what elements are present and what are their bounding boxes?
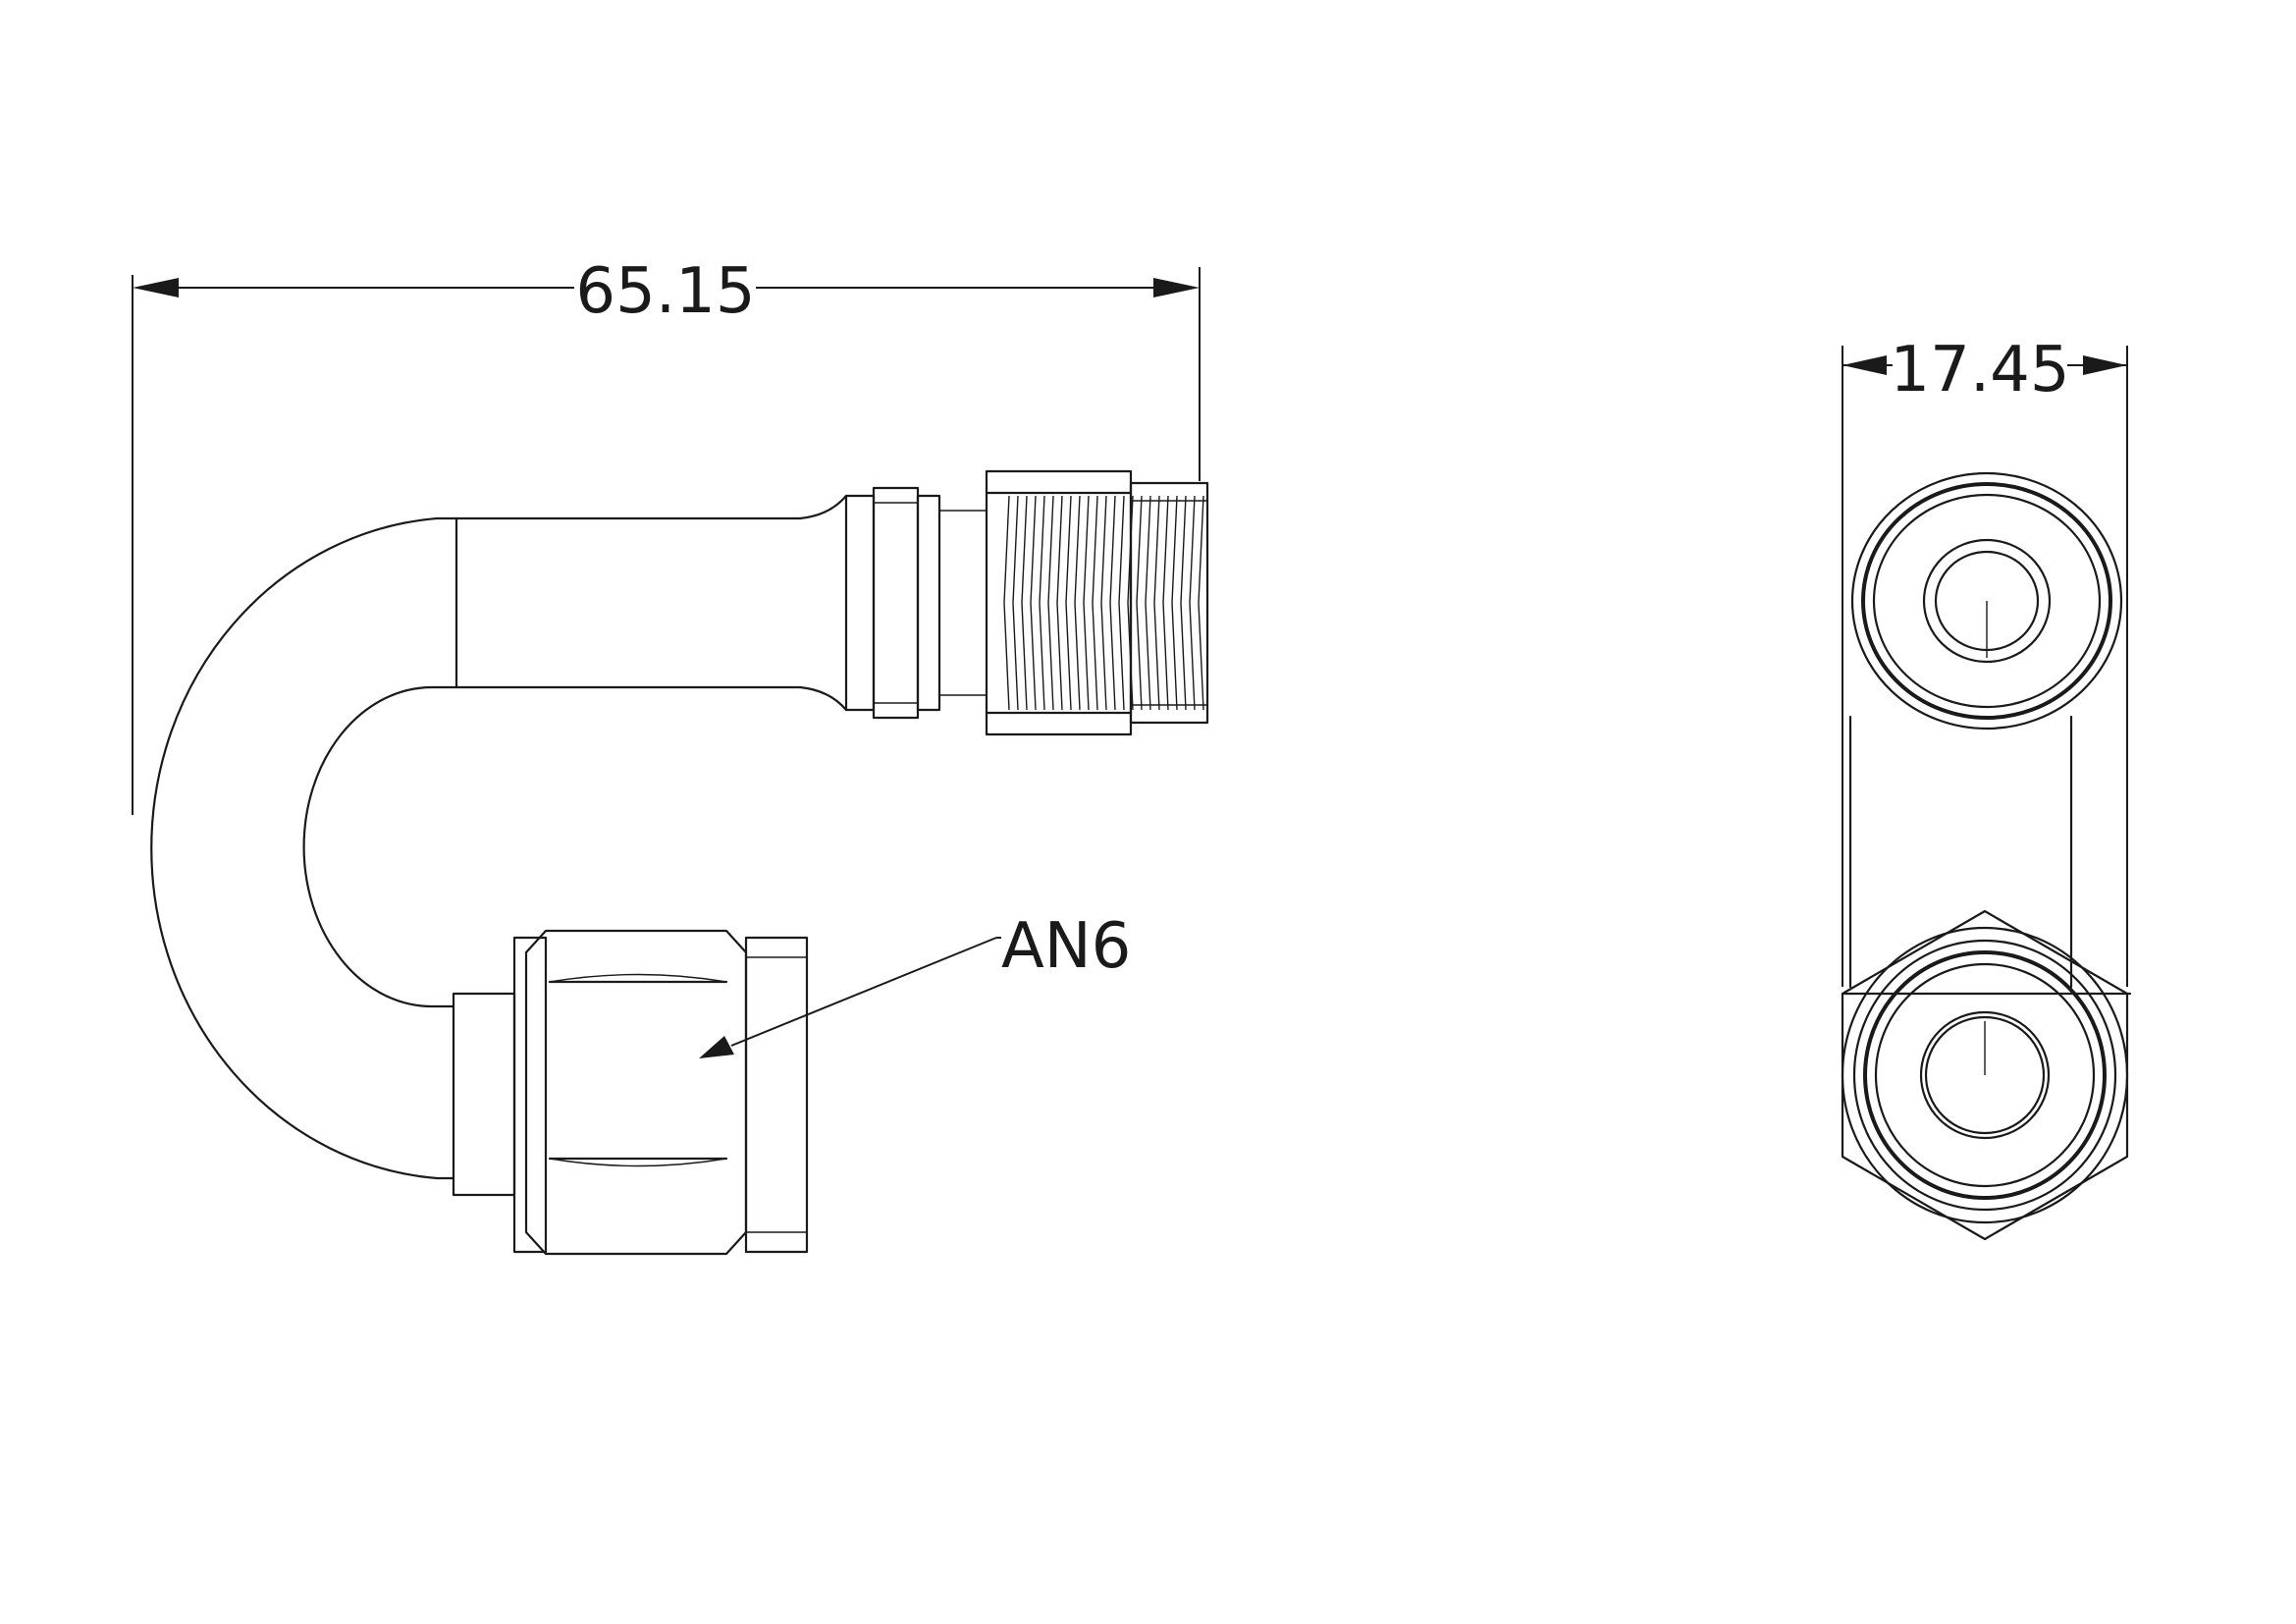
thread-line — [1153, 495, 1160, 711]
thread-line — [1047, 495, 1054, 711]
thread-size-callout: AN6 — [699, 910, 1131, 1058]
thread-size-label: AN6 — [1001, 910, 1131, 983]
body-width-label: 17.45 — [1890, 334, 2069, 406]
thread-line — [1171, 495, 1178, 711]
thread-line — [1198, 495, 1204, 711]
u-bend-tube — [150, 516, 458, 1180]
thread-line — [1127, 495, 1134, 711]
thread-line — [1012, 495, 1019, 711]
end-view: 17.45 — [1841, 329, 2132, 1241]
upper-port — [1850, 471, 2123, 731]
side-view: 65.15 AN6 — [132, 241, 1209, 1256]
thread-line — [1083, 495, 1090, 711]
thread-line — [1189, 495, 1196, 711]
thread-line — [1100, 495, 1107, 711]
thread-line — [1109, 495, 1116, 711]
lower-hex-port — [1841, 909, 2129, 1241]
body-width-dimension: 17.45 — [1842, 329, 2128, 987]
thread-line — [1136, 495, 1143, 711]
thread-line — [1092, 495, 1098, 711]
thread-line — [1145, 495, 1151, 711]
thread-line — [1030, 495, 1037, 711]
overall-length-dimension: 65.15 — [132, 241, 1201, 815]
thread-line — [1065, 495, 1072, 711]
upper-collar — [844, 486, 987, 720]
thread-line — [1056, 495, 1063, 711]
hex-nut — [452, 929, 809, 1256]
thread-lines — [1003, 495, 1204, 711]
thread-line — [1118, 495, 1125, 711]
thread-line — [1162, 495, 1169, 711]
threaded-end — [985, 469, 1209, 736]
thread-line — [1003, 495, 1010, 711]
thread-line — [1074, 495, 1081, 711]
upper-tube — [454, 494, 848, 712]
thread-line — [1180, 495, 1187, 711]
thread-line — [1021, 495, 1028, 711]
overall-length-label: 65.15 — [575, 255, 755, 328]
thread-line — [1039, 495, 1045, 711]
